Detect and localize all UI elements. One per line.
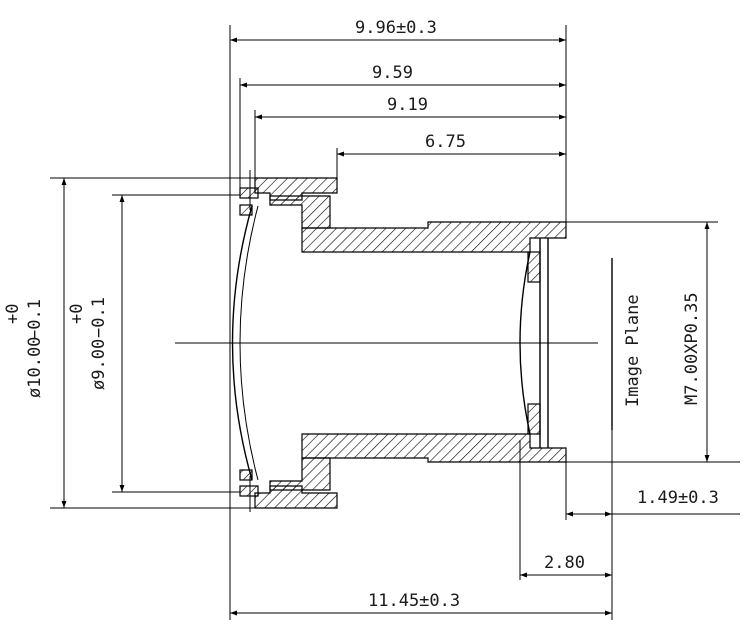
inner-diameter-minus: −0.1 bbox=[89, 297, 109, 338]
inner-diameter-plus: +0 bbox=[67, 304, 87, 324]
outer-diameter-plus: +0 bbox=[3, 304, 23, 324]
bottom-retainer bbox=[239, 469, 253, 481]
top-barrel-wall bbox=[301, 221, 567, 253]
dim-back-distance: 2.80 bbox=[544, 553, 585, 573]
dim-overall-top: 9.96±0.3 bbox=[355, 18, 437, 38]
top-dimensions: 9.96±0.3 9.59 9.19 6.75 bbox=[229, 18, 567, 620]
dim-675: 6.75 bbox=[425, 132, 466, 152]
image-plane-label: Image Plane bbox=[623, 294, 643, 407]
rear-lens-holder-top bbox=[527, 251, 541, 283]
top-front-step bbox=[269, 195, 331, 229]
dim-flange-offset: 1.49±0.3 bbox=[637, 488, 719, 508]
outer-diameter-value: ø10.00 bbox=[25, 337, 45, 398]
top-retainer bbox=[239, 187, 259, 199]
lens-barrel bbox=[175, 170, 598, 512]
dim-959: 9.59 bbox=[372, 63, 413, 83]
dim-919: 9.19 bbox=[387, 95, 428, 115]
bottom-front-step bbox=[269, 457, 331, 491]
thread-spec: M7.00XP0.35 bbox=[682, 292, 702, 405]
bottom-barrel-wall bbox=[301, 433, 567, 463]
inner-diameter-value: ø9.00 bbox=[89, 339, 109, 390]
bottom-retainer-2 bbox=[239, 485, 259, 497]
outer-diameter-minus: −0.1 bbox=[25, 299, 45, 340]
thread-dimension: M7.00XP0.35 bbox=[566, 221, 740, 463]
bottom-front-ring bbox=[254, 485, 338, 509]
top-retainer-2 bbox=[239, 204, 253, 216]
bottom-dimensions: 1.49±0.3 2.80 11.45±0.3 bbox=[230, 430, 740, 620]
rear-lens-holder-bottom bbox=[527, 403, 541, 435]
dim-overall-bottom: 11.45±0.3 bbox=[368, 591, 460, 611]
diameter-dimensions: +0 ø10.00 −0.1 +0 ø9.00 −0.1 bbox=[3, 177, 255, 509]
